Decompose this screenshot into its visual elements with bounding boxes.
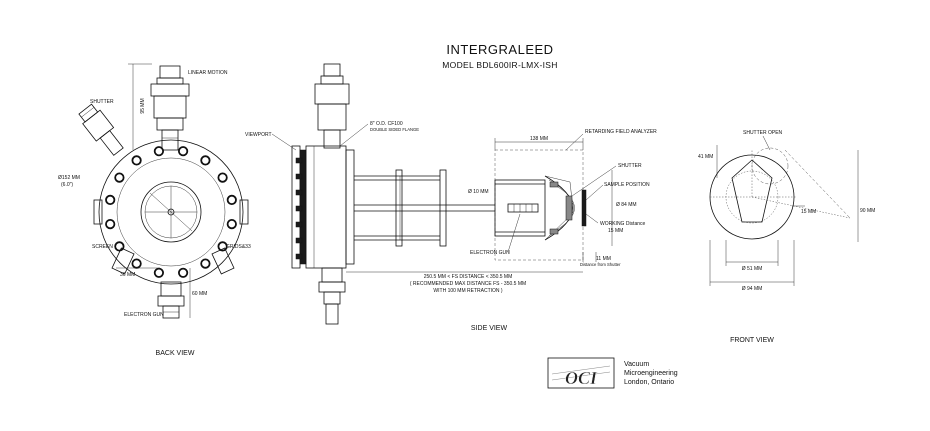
- label-rfa: RETARDING FIELD ANALYZER: [585, 129, 657, 135]
- dim-36: 36 MM: [120, 272, 135, 278]
- dia-152-inch: (6.0"): [61, 182, 73, 188]
- dia-10: Ø 10 MM: [468, 189, 489, 195]
- company-line-1: Vacuum: [624, 361, 649, 368]
- flange-bolt-tick: [295, 173, 303, 180]
- label-linear-motion: LINEAR MOTION: [188, 70, 228, 76]
- fs-distance-3: WITH 100 MM RETRACTION ): [433, 288, 503, 294]
- flange-bolt: [114, 241, 125, 252]
- label-sample-position: SAMPLE POSITION: [604, 182, 650, 188]
- side-electron-gun: [318, 267, 346, 325]
- drawing-title: INTERGRALEED: [446, 42, 553, 57]
- fs-distance-2: ( RECOMMENDED MAX DISTANCE FS - 350.5 MM: [410, 281, 526, 287]
- dia-84: Ø 84 MM: [616, 202, 637, 208]
- dim-138: 138 MM: [530, 136, 548, 142]
- flange-bolt: [105, 219, 116, 230]
- company-line-3: London, Ontario: [624, 379, 674, 386]
- dia-51: Ø 51 MM: [742, 266, 763, 272]
- shutter-closed: [731, 159, 773, 223]
- dim-90: 90 MM: [860, 208, 875, 214]
- electron-gun-tube: [507, 203, 539, 213]
- working-distance-2: 15 MM: [608, 228, 623, 234]
- double-sided-flange: [305, 145, 347, 269]
- label-shutter-open: SHUTTER OPEN: [743, 130, 783, 136]
- back-view: 95 MM LINEAR MOTION SHUTTER: [58, 63, 251, 357]
- side-port-left: [93, 199, 103, 225]
- back-view-caption: BACK VIEW: [156, 350, 195, 357]
- company-line-2: Microengineering: [624, 370, 678, 377]
- flange-bolt: [131, 155, 142, 166]
- grids-feedthrough: [211, 247, 235, 275]
- flange-bolt: [178, 267, 189, 278]
- flange-bolt-tick: [295, 157, 303, 164]
- label-shutter-side: SHUTTER: [618, 163, 642, 169]
- flange-bolt: [226, 219, 237, 230]
- flange-bolt-tick: [295, 237, 303, 244]
- fs-distance-1: 250.5 MM < FS DISTANCE < 350.5 MM: [424, 274, 513, 280]
- dim-41: 41 MM: [698, 154, 713, 160]
- dim-11: 11 MM: [596, 256, 611, 262]
- working-distance-1: WORKING Distance: [600, 221, 646, 227]
- sample: [581, 189, 587, 227]
- electron-gun-back: [157, 281, 185, 319]
- logo-text: OCI: [565, 368, 598, 388]
- flange-bolt-tick: [295, 189, 303, 196]
- label-electron-gun-side: ELECTRON GUN: [470, 250, 510, 256]
- screen-feedthrough: [111, 247, 135, 275]
- flange-spec-1: 8" O.D. CF100: [370, 121, 403, 127]
- model-number: MODEL BDL600IR-LMX-ISH: [442, 60, 557, 70]
- flange-bolt-tick: [295, 253, 303, 260]
- flange-bolt-tick: [295, 221, 303, 228]
- dia-152: Ø152 MM: [58, 175, 80, 181]
- company-block: OCI Vacuum Microengineering London, Onta…: [547, 357, 678, 389]
- front-view-caption: FRONT VIEW: [730, 337, 774, 344]
- shutter-open-outline: [751, 147, 789, 185]
- label-shutter-back: SHUTTER: [90, 99, 114, 105]
- flange-bolt: [105, 194, 116, 205]
- dim-11-note: Distance from Shutter: [580, 262, 621, 267]
- flange-bolt: [200, 155, 211, 166]
- side-actuator: [314, 63, 350, 149]
- flange-bolt: [217, 172, 228, 183]
- flange-bolt-ticks: [295, 157, 303, 260]
- front-view: SHUTTER OPEN 41 MM 15 MM 90 MM Ø 51 MM Ø…: [698, 130, 875, 344]
- flange-bolt: [153, 267, 164, 278]
- shutter-blade: [565, 195, 573, 221]
- dim-15: 15 MM: [801, 209, 816, 215]
- flange-bolt: [200, 258, 211, 269]
- side-view-caption: SIDE VIEW: [471, 325, 508, 332]
- main-flange: [98, 139, 244, 285]
- flange-spec-2: DOUBLE SIDED FLANGE: [370, 127, 419, 132]
- flange-bolt-tick: [295, 205, 303, 212]
- side-port-right: [239, 199, 249, 225]
- label-grids: GRIDS&33: [226, 244, 251, 250]
- rfa-body: [494, 179, 546, 237]
- flange-bolt-ring: [105, 146, 237, 278]
- linear-motion-actuator: [150, 65, 190, 151]
- label-viewport: VIEWPORT: [245, 132, 272, 138]
- side-view: 138 MM RETARDING FIELD ANALYZER SHUTTER …: [245, 63, 657, 332]
- flange-bolt: [153, 146, 164, 157]
- label-electron-gun-back: ELECTRON GUN: [124, 312, 164, 318]
- label-screen: SCREEN: [92, 244, 113, 250]
- flange-bolt: [114, 172, 125, 183]
- flange-bolt: [131, 258, 142, 269]
- flange-bolt: [178, 146, 189, 157]
- flange-bolt: [226, 194, 237, 205]
- dim-60: 60 MM: [192, 291, 207, 297]
- dim-95: 95 MM: [140, 98, 146, 113]
- dia-94: Ø 94 MM: [742, 286, 763, 292]
- shutter-actuator: [78, 103, 124, 156]
